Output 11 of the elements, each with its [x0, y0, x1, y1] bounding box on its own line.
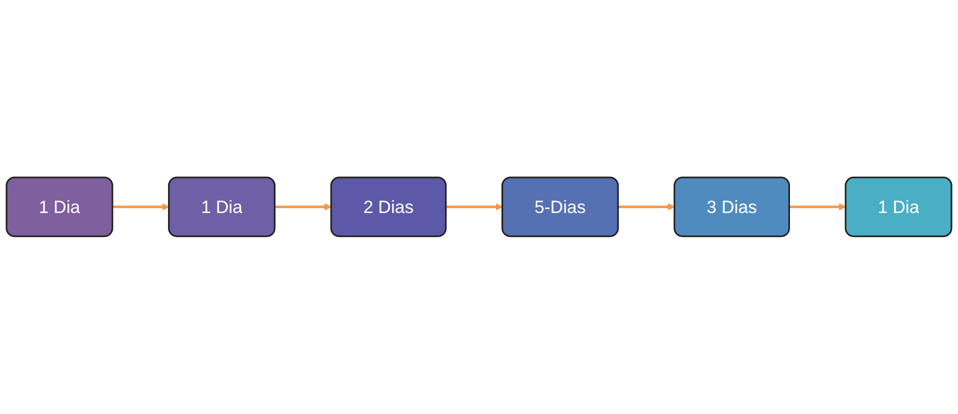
- arrow: [789, 203, 846, 211]
- node-box: 5-Dias: [501, 176, 619, 238]
- arrow: [446, 203, 503, 211]
- node-box: 3 Dias: [674, 176, 790, 238]
- node-box: 1 Dia: [844, 176, 952, 238]
- node-box: 2 Dias: [330, 176, 447, 238]
- arrow: [618, 203, 675, 211]
- arrow: [112, 203, 170, 211]
- node-box: 1 Dia: [168, 176, 276, 238]
- node-box: 1 Dia: [6, 176, 114, 238]
- arrow: [274, 203, 332, 211]
